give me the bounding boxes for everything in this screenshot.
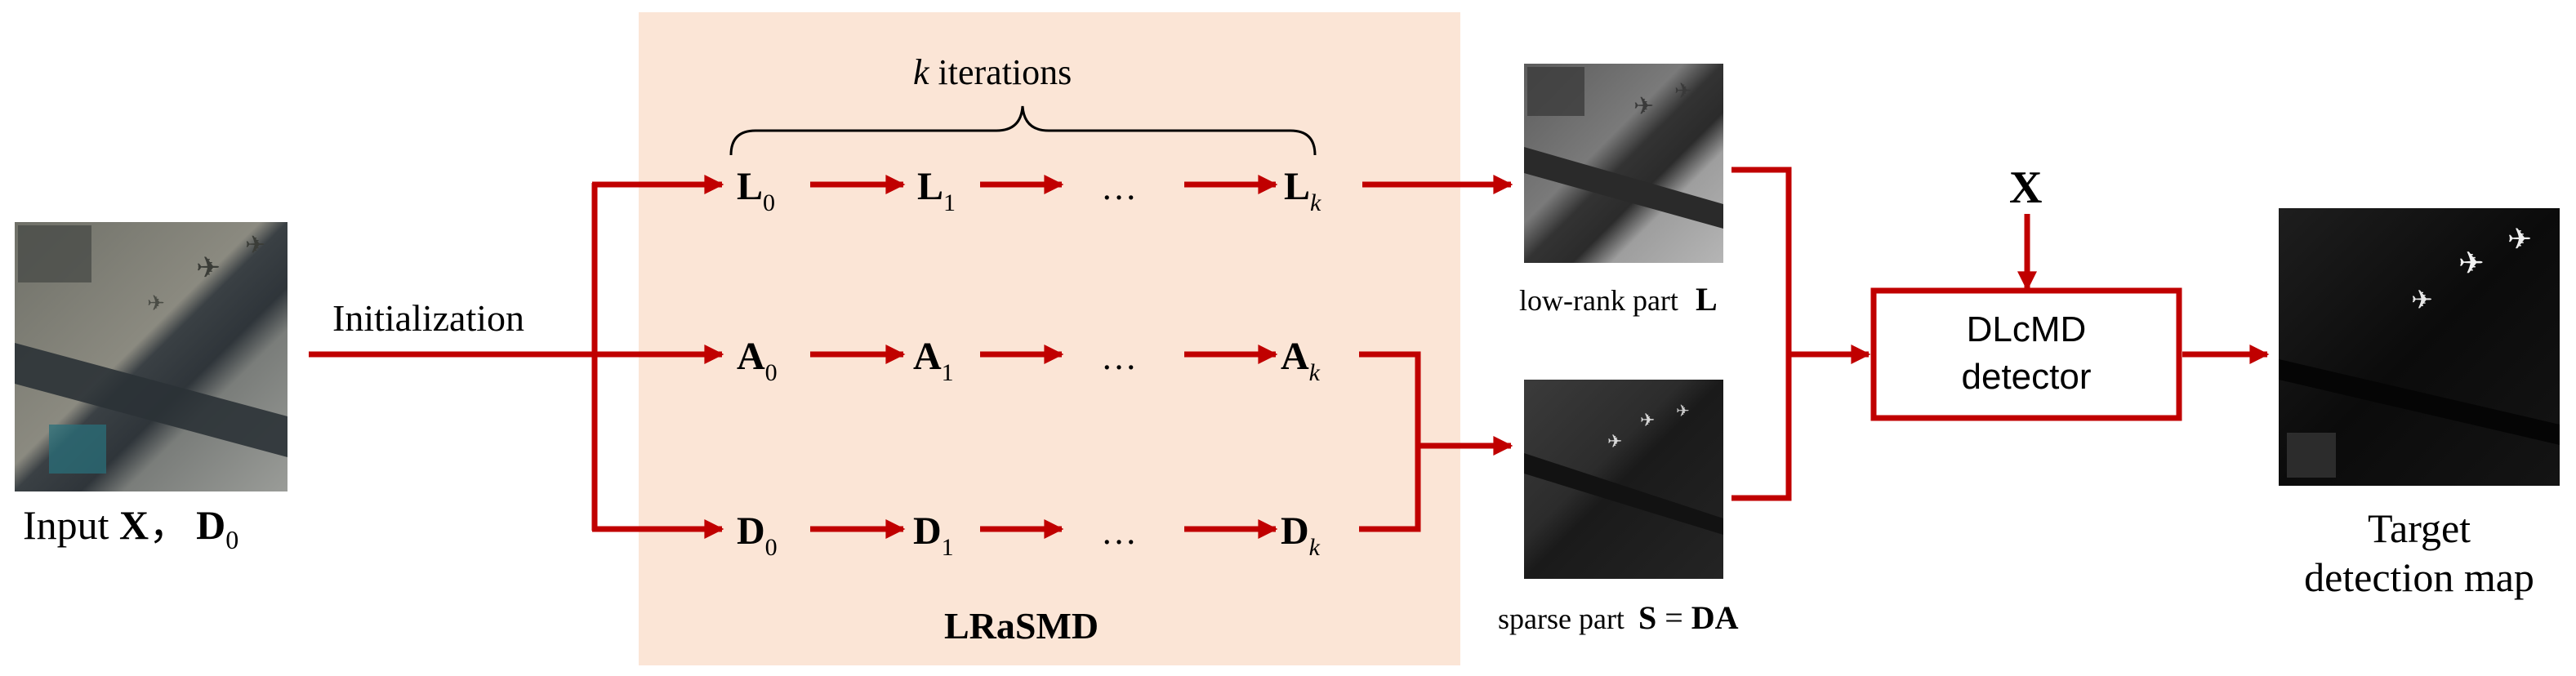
ellipsis-a: … bbox=[1101, 337, 1137, 377]
svg-text:✈: ✈ bbox=[1633, 92, 1654, 121]
sparse-image: ✈ ✈ ✈ bbox=[1524, 380, 1723, 579]
svg-text:✈: ✈ bbox=[1676, 401, 1690, 420]
svg-text:✈: ✈ bbox=[245, 231, 265, 260]
symbol-l0: L0 bbox=[737, 165, 775, 216]
connector-images-to-detector bbox=[1731, 167, 1871, 501]
svg-text:✈: ✈ bbox=[1640, 411, 1655, 431]
initialization-connector bbox=[309, 175, 724, 539]
input-caption: Input X，D0 bbox=[23, 502, 238, 554]
row-a: A0 A1 … Ak bbox=[737, 335, 1321, 386]
svg-text:✈: ✈ bbox=[1607, 432, 1622, 452]
lowrank-image: ✈ ✈ bbox=[1524, 64, 1723, 263]
symbol-d0: D0 bbox=[737, 509, 778, 561]
svg-text:✈: ✈ bbox=[1674, 79, 1692, 104]
row-d: D0 D1 … Dk bbox=[737, 509, 1321, 561]
svg-text:✈: ✈ bbox=[2411, 284, 2433, 315]
sparse-caption: sparse part S = DA bbox=[1498, 599, 1739, 636]
iterations-label: k iterations bbox=[913, 52, 1072, 92]
ellipsis-d: … bbox=[1101, 512, 1137, 552]
svg-text:✈: ✈ bbox=[196, 251, 221, 285]
detector-input-symbol: X bbox=[2009, 162, 2042, 213]
svg-text:✈: ✈ bbox=[147, 291, 165, 316]
svg-text:✈: ✈ bbox=[2507, 223, 2532, 256]
symbol-dk: Dk bbox=[1281, 509, 1321, 561]
output-caption-line1: Target bbox=[2368, 505, 2471, 551]
symbol-l1: L1 bbox=[917, 165, 956, 216]
detector-box bbox=[1870, 287, 2182, 421]
lrasmd-label: LRaSMD bbox=[944, 605, 1099, 647]
initialization-label: Initialization bbox=[332, 297, 524, 339]
detector-line2: detector bbox=[1962, 357, 2092, 397]
connector-ak-dk-to-sparse bbox=[1359, 351, 1513, 532]
output-image: ✈ ✈ ✈ bbox=[2279, 208, 2560, 486]
lrasmd-box bbox=[639, 12, 1460, 665]
output-caption-line2: detection map bbox=[2304, 554, 2534, 600]
iteration-arrows bbox=[810, 175, 1278, 539]
iterations-brace bbox=[729, 105, 1317, 156]
input-image: ✈ ✈ ✈ bbox=[15, 222, 287, 491]
symbol-ak: Ak bbox=[1281, 335, 1321, 386]
lowrank-caption: low-rank part L bbox=[1519, 281, 1718, 318]
svg-text:✈: ✈ bbox=[2458, 245, 2485, 281]
ellipsis-l: … bbox=[1101, 167, 1137, 207]
symbol-lk: Lk bbox=[1284, 165, 1321, 216]
symbol-d1: D1 bbox=[913, 509, 954, 561]
symbol-a0: A0 bbox=[737, 335, 778, 386]
symbol-a1: A1 bbox=[913, 335, 954, 386]
row-l: L0 L1 … Lk bbox=[737, 165, 1321, 216]
detector-line1: DLcMD bbox=[1967, 309, 2087, 349]
